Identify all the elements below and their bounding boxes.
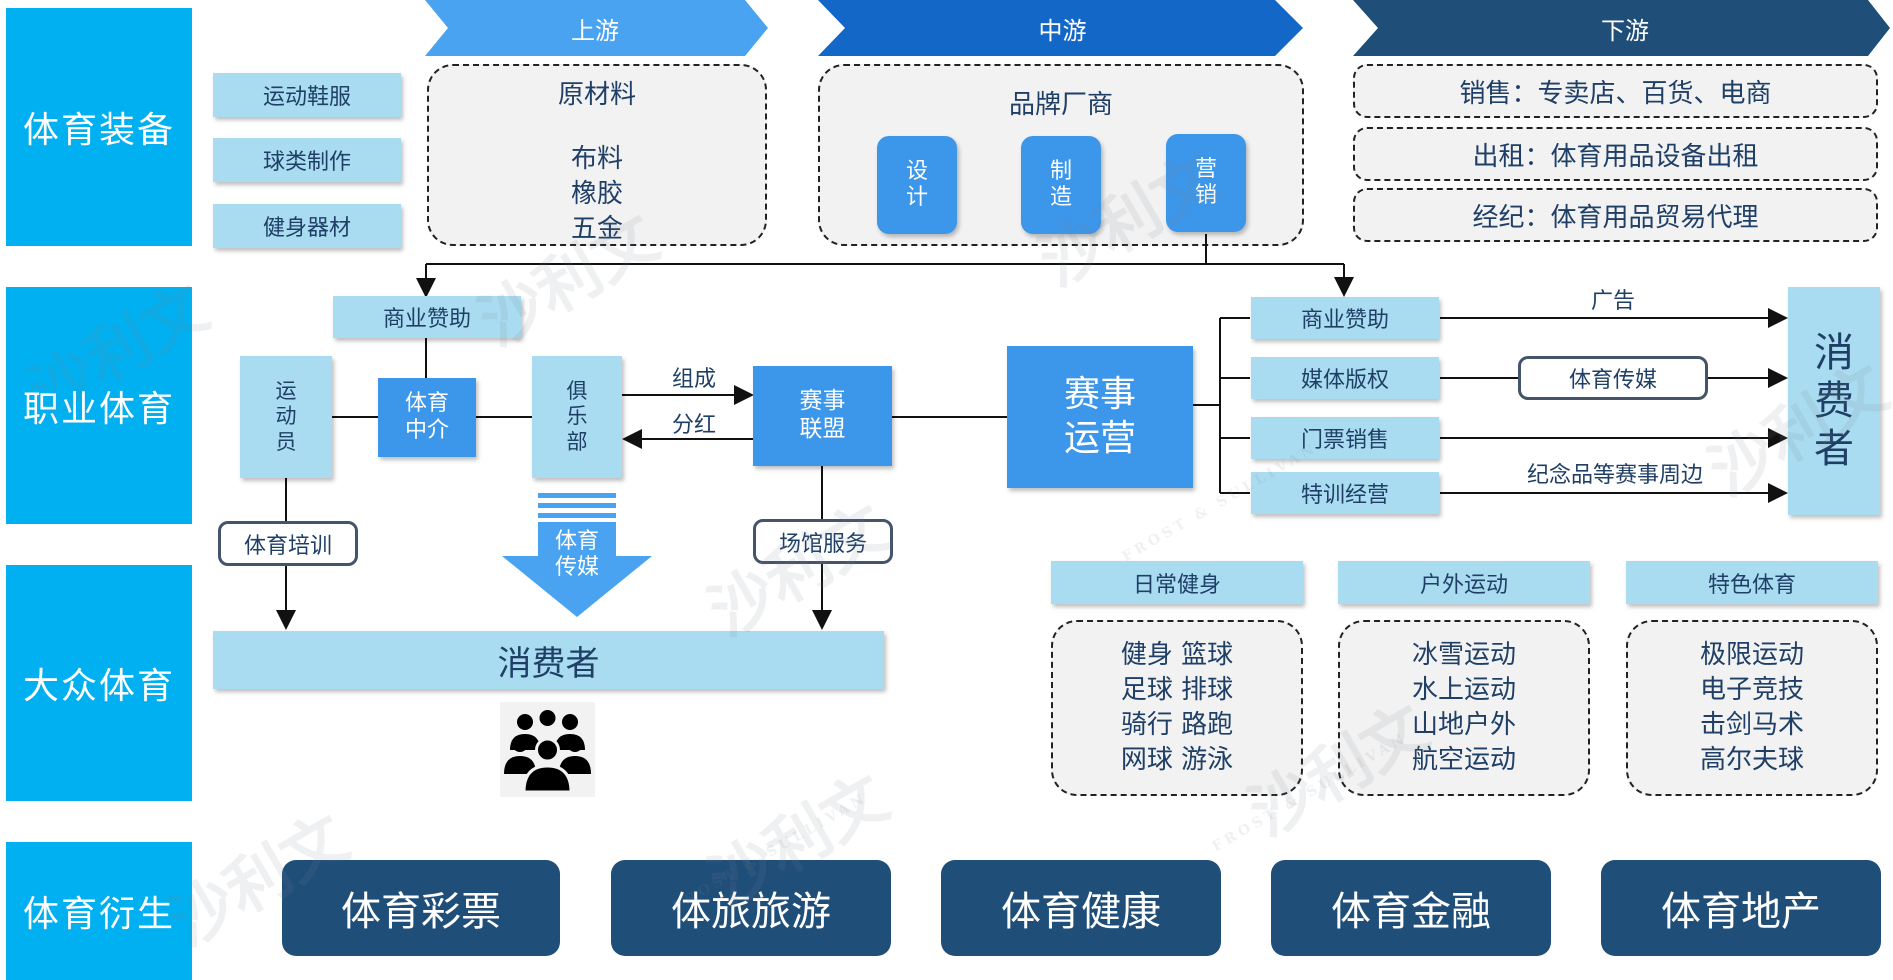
brand-step-char: 销 bbox=[1194, 183, 1217, 208]
revenue-media-rights: 媒体版权 bbox=[1251, 357, 1439, 399]
derived-real-estate: 体育地产 bbox=[1601, 860, 1881, 956]
brand-step-char: 营 bbox=[1194, 156, 1217, 182]
media-arrow-line: 传媒 bbox=[554, 555, 599, 580]
sports-agent-box: 体育 中介 bbox=[378, 378, 476, 457]
brand-title: 品牌厂商 bbox=[1008, 89, 1113, 120]
upstream-arrow bbox=[425, 0, 768, 56]
raw-material-item: 五金 bbox=[570, 214, 623, 244]
revenue-sponsor: 商业赞助 bbox=[1251, 297, 1439, 339]
sports-training-box: 体育培训 bbox=[218, 521, 358, 566]
agent-line: 中介 bbox=[404, 417, 449, 443]
equipment-category: 健身器材 bbox=[213, 204, 401, 248]
downstream-item: 出租：体育用品设备出租 bbox=[1353, 127, 1878, 181]
equipment-category: 运动鞋服 bbox=[213, 73, 401, 117]
club-char: 部 bbox=[566, 429, 588, 454]
sponsor-left: 商业赞助 bbox=[333, 296, 521, 338]
group-item: 水上运动 bbox=[1411, 675, 1516, 705]
group-list-outdoor: 冰雪运动 水上运动 山地户外 航空运动 bbox=[1338, 620, 1590, 796]
consumer-bar: 消费者 bbox=[213, 631, 884, 689]
club-char: 乐 bbox=[566, 404, 588, 429]
brand-step-marketing: 营 销 bbox=[1166, 134, 1246, 232]
group-item: 电子竞技 bbox=[1699, 675, 1804, 705]
derived-finance: 体育金融 bbox=[1271, 860, 1551, 956]
brand-step-manufacture: 制 造 bbox=[1021, 136, 1101, 234]
club-char: 俱 bbox=[566, 379, 588, 404]
group-item: 航空运动 bbox=[1411, 745, 1516, 775]
compose-label: 组成 bbox=[671, 367, 716, 392]
group-item: 足球 排球 bbox=[1120, 675, 1234, 705]
event-operation-box: 赛事 运营 bbox=[1007, 346, 1193, 488]
consumer-right-box: 消 费 者 bbox=[1788, 287, 1880, 515]
group-item: 冰雪运动 bbox=[1411, 640, 1516, 670]
group-title-daily-fitness: 日常健身 bbox=[1051, 561, 1303, 604]
athlete-char: 运 bbox=[275, 379, 297, 404]
stage-arrows bbox=[425, 0, 1890, 56]
operation-line: 赛事 bbox=[1063, 374, 1136, 415]
brand-step-design: 设 计 bbox=[877, 136, 957, 234]
consumer-char: 者 bbox=[1814, 426, 1854, 472]
league-box: 赛事 联盟 bbox=[753, 366, 892, 466]
media-arrow-label: 体育 传媒 bbox=[538, 526, 616, 584]
group-people-icon bbox=[500, 702, 595, 797]
league-line: 联盟 bbox=[799, 416, 846, 442]
group-item: 击剑马术 bbox=[1699, 710, 1804, 740]
group-item: 极限运动 bbox=[1699, 640, 1804, 670]
group-item: 高尔夫球 bbox=[1699, 745, 1804, 775]
row-label-derived: 体育衍生 bbox=[6, 842, 192, 980]
downstream-arrow bbox=[1353, 0, 1890, 56]
revenue-tickets: 门票销售 bbox=[1251, 417, 1439, 459]
downstream-item: 经纪：体育用品贸易代理 bbox=[1353, 188, 1878, 242]
brand-step-char: 设 bbox=[905, 158, 928, 184]
venue-service-box: 场馆服务 bbox=[753, 519, 893, 564]
athlete-box: 运 动 员 bbox=[240, 356, 332, 478]
raw-materials-title: 原材料 bbox=[557, 79, 636, 110]
media-down-arrow bbox=[502, 493, 652, 617]
consumer-char: 费 bbox=[1814, 378, 1854, 424]
group-item: 健身 篮球 bbox=[1120, 640, 1234, 670]
consumer-char: 消 bbox=[1814, 330, 1854, 376]
raw-materials-list: 布料 橡胶 五金 bbox=[429, 142, 765, 247]
group-title-featured: 特色体育 bbox=[1626, 561, 1878, 604]
group-list-featured: 极限运动 电子竞技 击剑马术 高尔夫球 bbox=[1626, 620, 1878, 796]
group-item: 骑行 路跑 bbox=[1120, 710, 1234, 740]
raw-material-item: 布料 bbox=[570, 144, 623, 174]
row-label-pro-sports: 职业体育 bbox=[6, 287, 192, 524]
derived-lottery: 体育彩票 bbox=[282, 860, 560, 956]
ad-label: 广告 bbox=[1590, 289, 1635, 314]
midstream-arrow bbox=[818, 0, 1303, 56]
revenue-training: 特训经营 bbox=[1251, 472, 1439, 514]
row-label-mass-sports: 大众体育 bbox=[6, 565, 192, 801]
brand-step-char: 制 bbox=[1049, 158, 1072, 184]
club-box: 俱 乐 部 bbox=[532, 356, 622, 478]
derived-health: 体育健康 bbox=[941, 860, 1221, 956]
brand-step-char: 计 bbox=[905, 185, 928, 210]
souvenir-label: 纪念品等赛事周边 bbox=[1526, 463, 1703, 488]
group-title-outdoor: 户外运动 bbox=[1338, 561, 1590, 604]
group-item: 网球 游泳 bbox=[1120, 745, 1234, 775]
brand-step-char: 造 bbox=[1049, 185, 1072, 210]
league-line: 赛事 bbox=[799, 388, 846, 415]
equipment-category: 球类制作 bbox=[213, 138, 401, 182]
raw-material-item: 橡胶 bbox=[570, 179, 623, 209]
sports-media-box: 体育传媒 bbox=[1518, 356, 1708, 400]
media-arrow-line: 体育 bbox=[554, 528, 599, 554]
stage-downstream: 下游 bbox=[1601, 16, 1649, 45]
operation-line: 运营 bbox=[1063, 418, 1136, 459]
downstream-item: 销售：专卖店、百货、电商 bbox=[1353, 64, 1878, 118]
athlete-char: 动 bbox=[275, 404, 297, 429]
stage-midstream: 中游 bbox=[1038, 16, 1087, 45]
derived-tourism: 体旅旅游 bbox=[611, 860, 891, 956]
stage-upstream: 上游 bbox=[571, 16, 619, 45]
raw-materials-box: 原材料 布料 橡胶 五金 bbox=[427, 64, 767, 246]
row-label-equipment: 体育装备 bbox=[6, 8, 192, 246]
group-list-daily-fitness: 健身 篮球 足球 排球 骑行 路跑 网球 游泳 bbox=[1051, 620, 1303, 796]
agent-line: 体育 bbox=[404, 391, 449, 417]
group-item: 山地户外 bbox=[1411, 710, 1516, 740]
dividend-label: 分红 bbox=[671, 413, 716, 438]
athlete-char: 员 bbox=[275, 429, 297, 454]
